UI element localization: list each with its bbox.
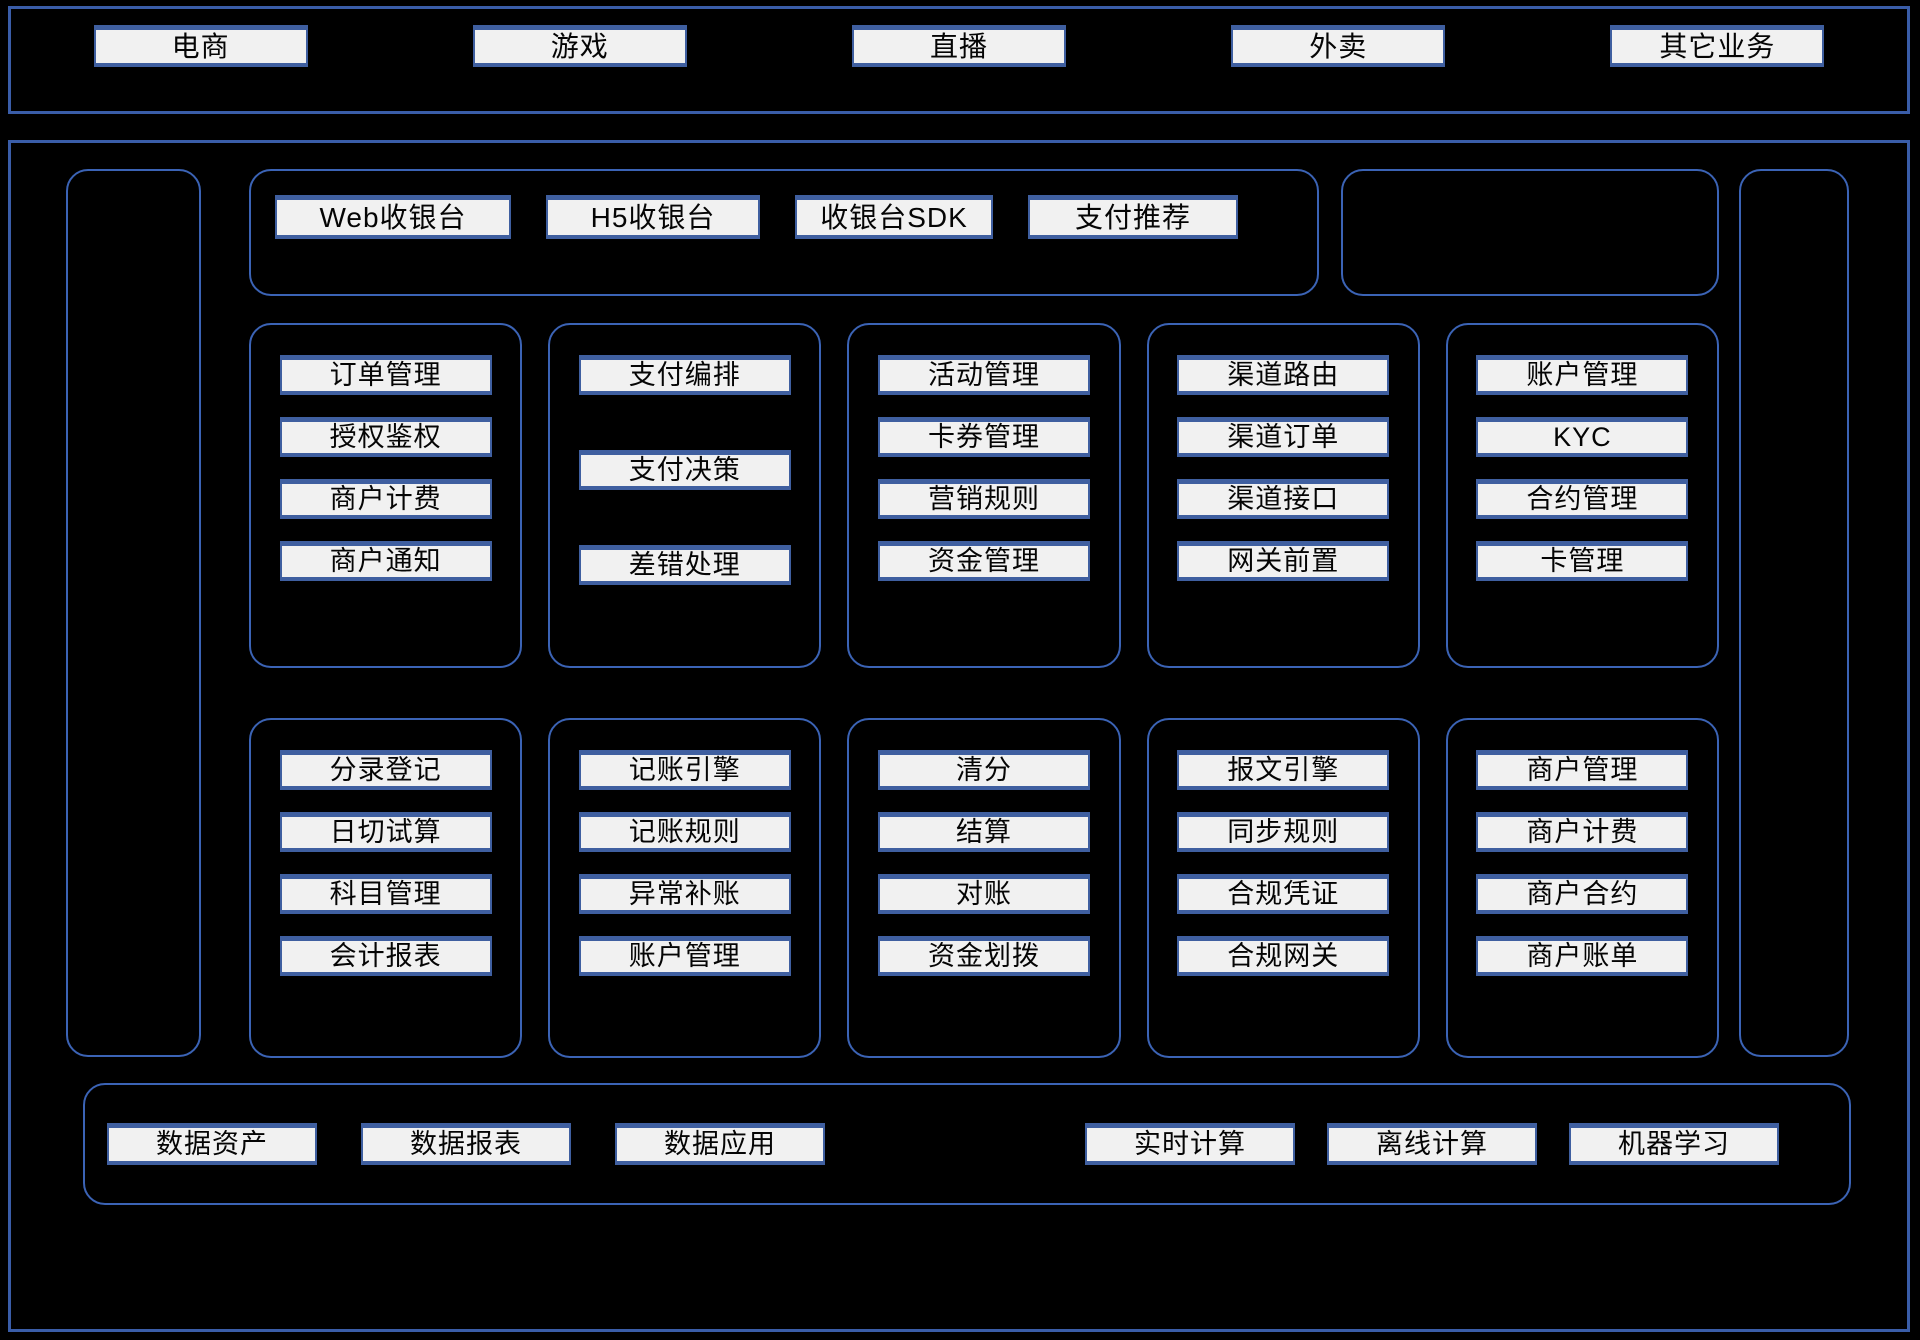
capability-item-channel-routing[interactable]: 渠道路由 bbox=[1177, 355, 1390, 395]
business-item-gaming[interactable]: 游戏 bbox=[472, 25, 687, 67]
business-slot: 直播 bbox=[769, 25, 1148, 67]
business-slot: 其它业务 bbox=[1528, 25, 1907, 67]
data-item-offline-compute[interactable]: 离线计算 bbox=[1327, 1123, 1537, 1165]
capability-item-channel-interface[interactable]: 渠道接口 bbox=[1177, 479, 1390, 519]
capability-item-coupon-management[interactable]: 卡券管理 bbox=[878, 417, 1090, 457]
capability-item-merchant-notification[interactable]: 商户通知 bbox=[279, 541, 492, 581]
capability-item-entry-registration[interactable]: 分录登记 bbox=[279, 750, 492, 790]
capability-group-marketing: 活动管理 卡券管理 营销规则 资金管理 bbox=[847, 323, 1121, 668]
capability-item-compliance-voucher[interactable]: 合规凭证 bbox=[1177, 874, 1390, 914]
data-band-right-group: 实时计算 离线计算 机器学习 bbox=[1085, 1123, 1779, 1165]
business-slot: 游戏 bbox=[390, 25, 769, 67]
cashier-band-inner: Web收银台 H5收银台 收银台SDK 支付推荐 bbox=[275, 195, 1238, 239]
data-band-inner: 数据资产 数据报表 数据应用 实时计算 离线计算 机器学习 bbox=[107, 1123, 1827, 1165]
cashier-item-h5[interactable]: H5收银台 bbox=[546, 195, 760, 239]
business-band-inner: 电商 游戏 直播 外卖 其它业务 bbox=[11, 9, 1907, 111]
data-item-data-application[interactable]: 数据应用 bbox=[615, 1123, 825, 1165]
capability-group-accounting: 分录登记 日切试算 科目管理 会计报表 bbox=[249, 718, 523, 1058]
capability-item-fund-management[interactable]: 资金管理 bbox=[878, 541, 1090, 581]
capability-group-clearing-settlement: 清分 结算 对账 资金划拨 bbox=[847, 718, 1121, 1058]
capability-item-merchant-billing-2[interactable]: 商户计费 bbox=[1476, 812, 1689, 852]
capability-item-campaign-management[interactable]: 活动管理 bbox=[878, 355, 1090, 395]
capability-grid-row-2: 分录登记 日切试算 科目管理 会计报表 记账引擎 记账规则 异常补账 账户管理 … bbox=[249, 718, 1720, 1058]
capability-item-merchant-contract[interactable]: 商户合约 bbox=[1476, 874, 1689, 914]
platform-frame: Web收银台 H5收银台 收银台SDK 支付推荐 订单管理 授权鉴权 商户计费 … bbox=[8, 140, 1910, 1332]
right-rail-panel bbox=[1739, 169, 1849, 1057]
capability-group-merchant: 商户管理 商户计费 商户合约 商户账单 bbox=[1445, 718, 1720, 1058]
business-item-livestream[interactable]: 直播 bbox=[852, 25, 1066, 67]
capability-item-merchant-statement[interactable]: 商户账单 bbox=[1476, 936, 1689, 976]
capability-item-accounting-reports[interactable]: 会计报表 bbox=[279, 936, 492, 976]
data-item-machine-learning[interactable]: 机器学习 bbox=[1569, 1123, 1779, 1165]
capability-item-marketing-rules[interactable]: 营销规则 bbox=[878, 479, 1090, 519]
capability-item-payment-orchestration[interactable]: 支付编排 bbox=[578, 355, 791, 395]
capability-item-bookkeeping-engine[interactable]: 记账引擎 bbox=[578, 750, 791, 790]
cashier-item-web[interactable]: Web收银台 bbox=[275, 195, 511, 239]
data-item-data-report[interactable]: 数据报表 bbox=[361, 1123, 571, 1165]
capability-item-authorization[interactable]: 授权鉴权 bbox=[279, 417, 492, 457]
capability-item-payment-decision[interactable]: 支付决策 bbox=[578, 450, 791, 490]
data-band-left-group: 数据资产 数据报表 数据应用 bbox=[107, 1123, 825, 1165]
capability-group-payment-core: 支付编排 支付决策 差错处理 bbox=[548, 323, 822, 668]
business-item-other[interactable]: 其它业务 bbox=[1610, 25, 1825, 67]
capability-item-clearing[interactable]: 清分 bbox=[878, 750, 1090, 790]
capability-item-daily-cutoff-trial[interactable]: 日切试算 bbox=[279, 812, 492, 852]
capability-item-merchant-management[interactable]: 商户管理 bbox=[1476, 750, 1689, 790]
business-band: 电商 游戏 直播 外卖 其它业务 bbox=[8, 6, 1910, 114]
capability-item-order-management[interactable]: 订单管理 bbox=[279, 355, 492, 395]
capability-item-gateway-frontend[interactable]: 网关前置 bbox=[1177, 541, 1390, 581]
capability-item-sync-rules[interactable]: 同步规则 bbox=[1177, 812, 1390, 852]
capability-group-transaction: 订单管理 授权鉴权 商户计费 商户通知 bbox=[249, 323, 523, 668]
capability-item-fund-transfer[interactable]: 资金划拨 bbox=[878, 936, 1090, 976]
capability-item-compliance-gateway[interactable]: 合规网关 bbox=[1177, 936, 1390, 976]
business-item-ecommerce[interactable]: 电商 bbox=[93, 25, 308, 67]
capability-item-reconciliation[interactable]: 对账 bbox=[878, 874, 1090, 914]
cashier-band: Web收银台 H5收银台 收银台SDK 支付推荐 bbox=[249, 169, 1319, 296]
capability-item-error-handling[interactable]: 差错处理 bbox=[578, 545, 791, 585]
capability-item-channel-order[interactable]: 渠道订单 bbox=[1177, 417, 1390, 457]
left-rail-panel bbox=[66, 169, 201, 1057]
cashier-item-sdk[interactable]: 收银台SDK bbox=[795, 195, 993, 239]
capability-item-account-management-2[interactable]: 账户管理 bbox=[578, 936, 791, 976]
data-item-realtime-compute[interactable]: 实时计算 bbox=[1085, 1123, 1295, 1165]
capability-item-contract-management[interactable]: 合约管理 bbox=[1476, 479, 1689, 519]
data-item-data-asset[interactable]: 数据资产 bbox=[107, 1123, 317, 1165]
capability-item-account-management[interactable]: 账户管理 bbox=[1476, 355, 1689, 395]
capability-item-subject-management[interactable]: 科目管理 bbox=[279, 874, 492, 914]
reserved-panel bbox=[1341, 169, 1719, 296]
cashier-item-pay-recommendation[interactable]: 支付推荐 bbox=[1028, 195, 1238, 239]
data-band: 数据资产 数据报表 数据应用 实时计算 离线计算 机器学习 bbox=[83, 1083, 1851, 1205]
capability-item-message-engine[interactable]: 报文引擎 bbox=[1177, 750, 1390, 790]
capability-item-card-management[interactable]: 卡管理 bbox=[1476, 541, 1689, 581]
capability-item-bookkeeping-rules[interactable]: 记账规则 bbox=[578, 812, 791, 852]
business-item-food-delivery[interactable]: 外卖 bbox=[1231, 25, 1446, 67]
capability-item-exception-repair[interactable]: 异常补账 bbox=[578, 874, 791, 914]
capability-group-account: 账户管理 KYC 合约管理 卡管理 bbox=[1445, 323, 1720, 668]
capability-item-kyc[interactable]: KYC bbox=[1476, 417, 1689, 457]
capability-item-merchant-billing[interactable]: 商户计费 bbox=[279, 479, 492, 519]
capability-grid-row-1: 订单管理 授权鉴权 商户计费 商户通知 支付编排 支付决策 差错处理 活动管理 … bbox=[249, 323, 1720, 668]
capability-group-compliance: 报文引擎 同步规则 合规凭证 合规网关 bbox=[1146, 718, 1420, 1058]
capability-group-channel: 渠道路由 渠道订单 渠道接口 网关前置 bbox=[1146, 323, 1420, 668]
business-slot: 电商 bbox=[11, 25, 390, 67]
capability-item-settlement[interactable]: 结算 bbox=[878, 812, 1090, 852]
business-slot: 外卖 bbox=[1149, 25, 1528, 67]
capability-group-bookkeeping: 记账引擎 记账规则 异常补账 账户管理 bbox=[548, 718, 822, 1058]
